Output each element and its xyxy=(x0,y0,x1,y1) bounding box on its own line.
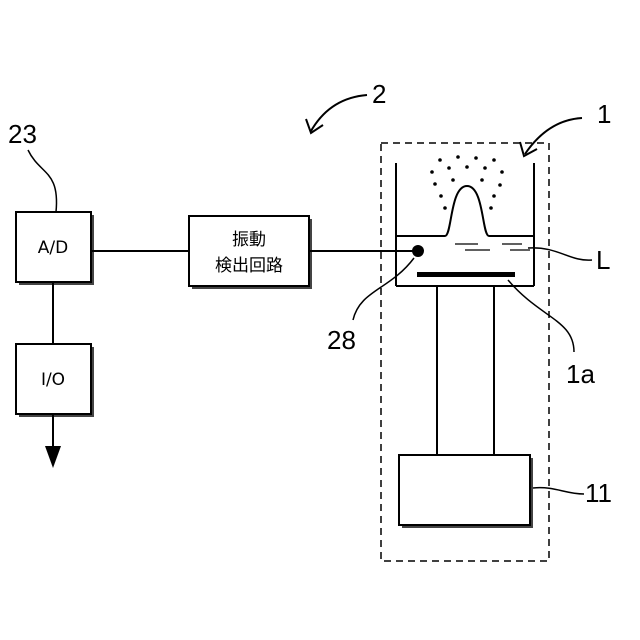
oscillator-block xyxy=(399,455,533,528)
mist-droplet xyxy=(439,194,443,198)
ref-11-leader xyxy=(533,488,584,494)
vibrator-plate xyxy=(417,272,515,277)
ref-1-arrow xyxy=(525,118,582,154)
output-arrow-icon xyxy=(45,446,61,468)
mist-droplet xyxy=(483,166,487,170)
vibration-detect-label-line1: 振動 xyxy=(232,230,266,250)
ref-L-leader xyxy=(528,248,592,260)
mist-droplet xyxy=(433,182,437,186)
ref-23-leader xyxy=(28,150,57,212)
mist-droplets xyxy=(430,155,504,210)
vibration-detect-block: 振動 検出回路 xyxy=(189,216,312,289)
mist-droplet xyxy=(489,206,493,210)
ref-2-arrow xyxy=(311,95,367,131)
ref-28-label: 28 xyxy=(327,325,356,355)
ref-28-leader xyxy=(353,258,414,320)
mist-droplet xyxy=(480,178,484,182)
mist-droplet xyxy=(443,206,447,210)
ref-1a-leader xyxy=(508,280,574,352)
ad-block: A/D xyxy=(16,212,94,285)
ref-23-label: 23 xyxy=(8,119,37,149)
ref-L-label: L xyxy=(596,245,610,275)
ref-11-label: 11 xyxy=(585,478,612,508)
mist-droplet xyxy=(474,156,478,160)
mist-droplet xyxy=(438,158,442,162)
sensor-dot xyxy=(412,245,424,257)
mist-droplet xyxy=(430,170,434,174)
liquid-surface-fountain xyxy=(396,186,534,236)
mist-droplet xyxy=(498,183,502,187)
liquid-container xyxy=(396,163,534,286)
mist-droplet xyxy=(492,194,496,198)
ref-1a-label: 1a xyxy=(566,359,595,389)
vibration-detect-label-line2: 検出回路 xyxy=(215,256,283,276)
ref-2-label: 2 xyxy=(372,79,386,109)
mist-droplet xyxy=(451,178,455,182)
io-block: I/O xyxy=(16,344,94,417)
ref-1-label: 1 xyxy=(597,99,611,129)
mist-droplet xyxy=(465,165,469,169)
mist-droplet xyxy=(456,155,460,159)
ad-block-label: A/D xyxy=(38,238,68,258)
io-block-label: I/O xyxy=(41,370,65,390)
oscillator-block-frame xyxy=(399,455,530,525)
mist-droplet xyxy=(447,166,451,170)
mist-droplet xyxy=(500,170,504,174)
mist-droplet xyxy=(492,158,496,162)
